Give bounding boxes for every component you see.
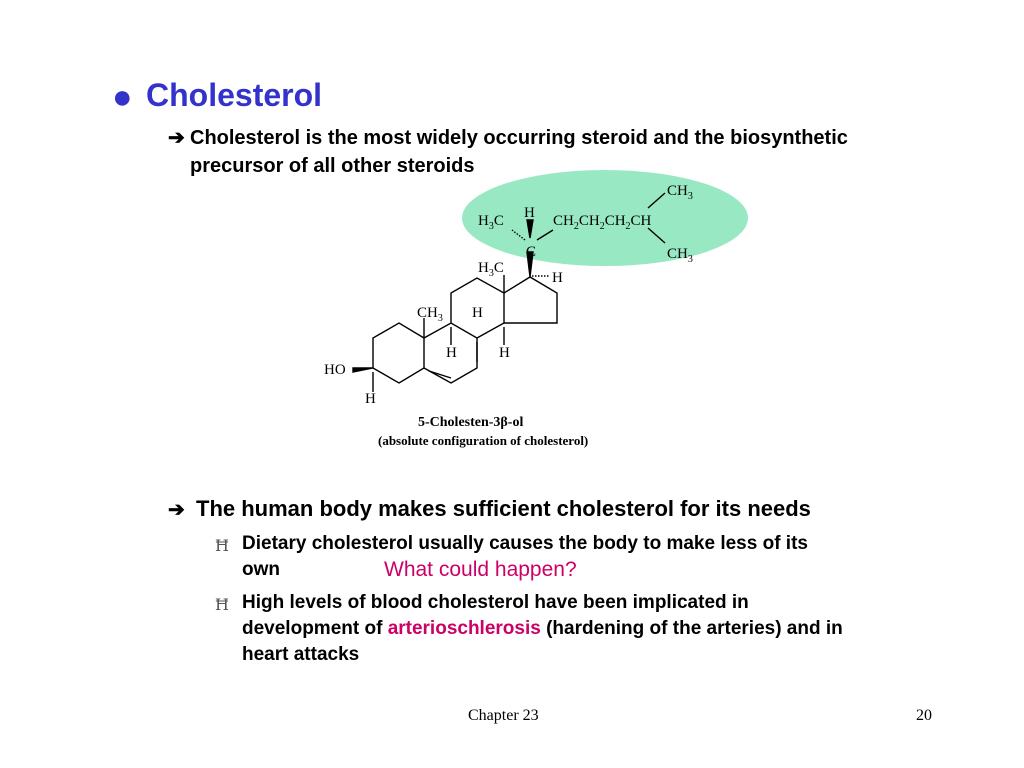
svg-text:H: H — [552, 270, 563, 286]
svg-text:CH3: CH3 — [667, 183, 693, 202]
cholesterol-structure-figure: HO H CH3 H H H H3C H C H3C H CH2CH2CH2CH… — [324, 170, 748, 448]
svg-text:H: H — [365, 391, 376, 407]
svg-text:H: H — [446, 345, 457, 361]
arrow-icon: ➔ — [168, 127, 185, 149]
sub-point-1: Ħ Dietary cholesterol usually causes the… — [215, 533, 808, 580]
figure-caption-detail: (absolute configuration of cholesterol) — [378, 433, 588, 448]
sub-bullet-icon: Ħ — [215, 595, 229, 614]
svg-text:H3C: H3C — [478, 260, 504, 279]
sub-bullet-icon: Ħ — [215, 536, 229, 555]
title-bullet-icon: ● — [112, 78, 133, 116]
point-1: ➔Cholesterol is the most widely occurrin… — [168, 127, 848, 177]
ring-a — [372, 322, 425, 384]
svg-text:H: H — [499, 345, 510, 361]
svg-text:H3C: H3C — [478, 213, 504, 232]
svg-text:CH3: CH3 — [417, 305, 443, 324]
arrow-icon: ➔ — [168, 499, 185, 521]
svg-text:CH3: CH3 — [667, 246, 693, 265]
question-annotation: What could happen? — [384, 558, 577, 581]
svg-text:H: H — [472, 305, 483, 321]
svg-text:H: H — [524, 205, 535, 221]
slide-title: Cholesterol — [146, 77, 323, 113]
footer-chapter: Chapter 23 — [468, 707, 539, 724]
footer-page-number: 20 — [916, 707, 932, 724]
highlight-term: arterioschlerosis — [387, 618, 541, 639]
ring-c — [450, 277, 505, 339]
ring-d — [503, 276, 558, 324]
figure-caption-name: 5-Cholesten-3β-ol — [418, 415, 523, 430]
svg-text:C: C — [526, 244, 536, 260]
side-chain-highlight — [462, 170, 748, 266]
label-ho: HO — [324, 362, 346, 378]
point-2: ➔The human body makes sufficient cholest… — [168, 496, 811, 521]
sub-point-2: Ħ High levels of blood cholesterol have … — [215, 592, 843, 665]
